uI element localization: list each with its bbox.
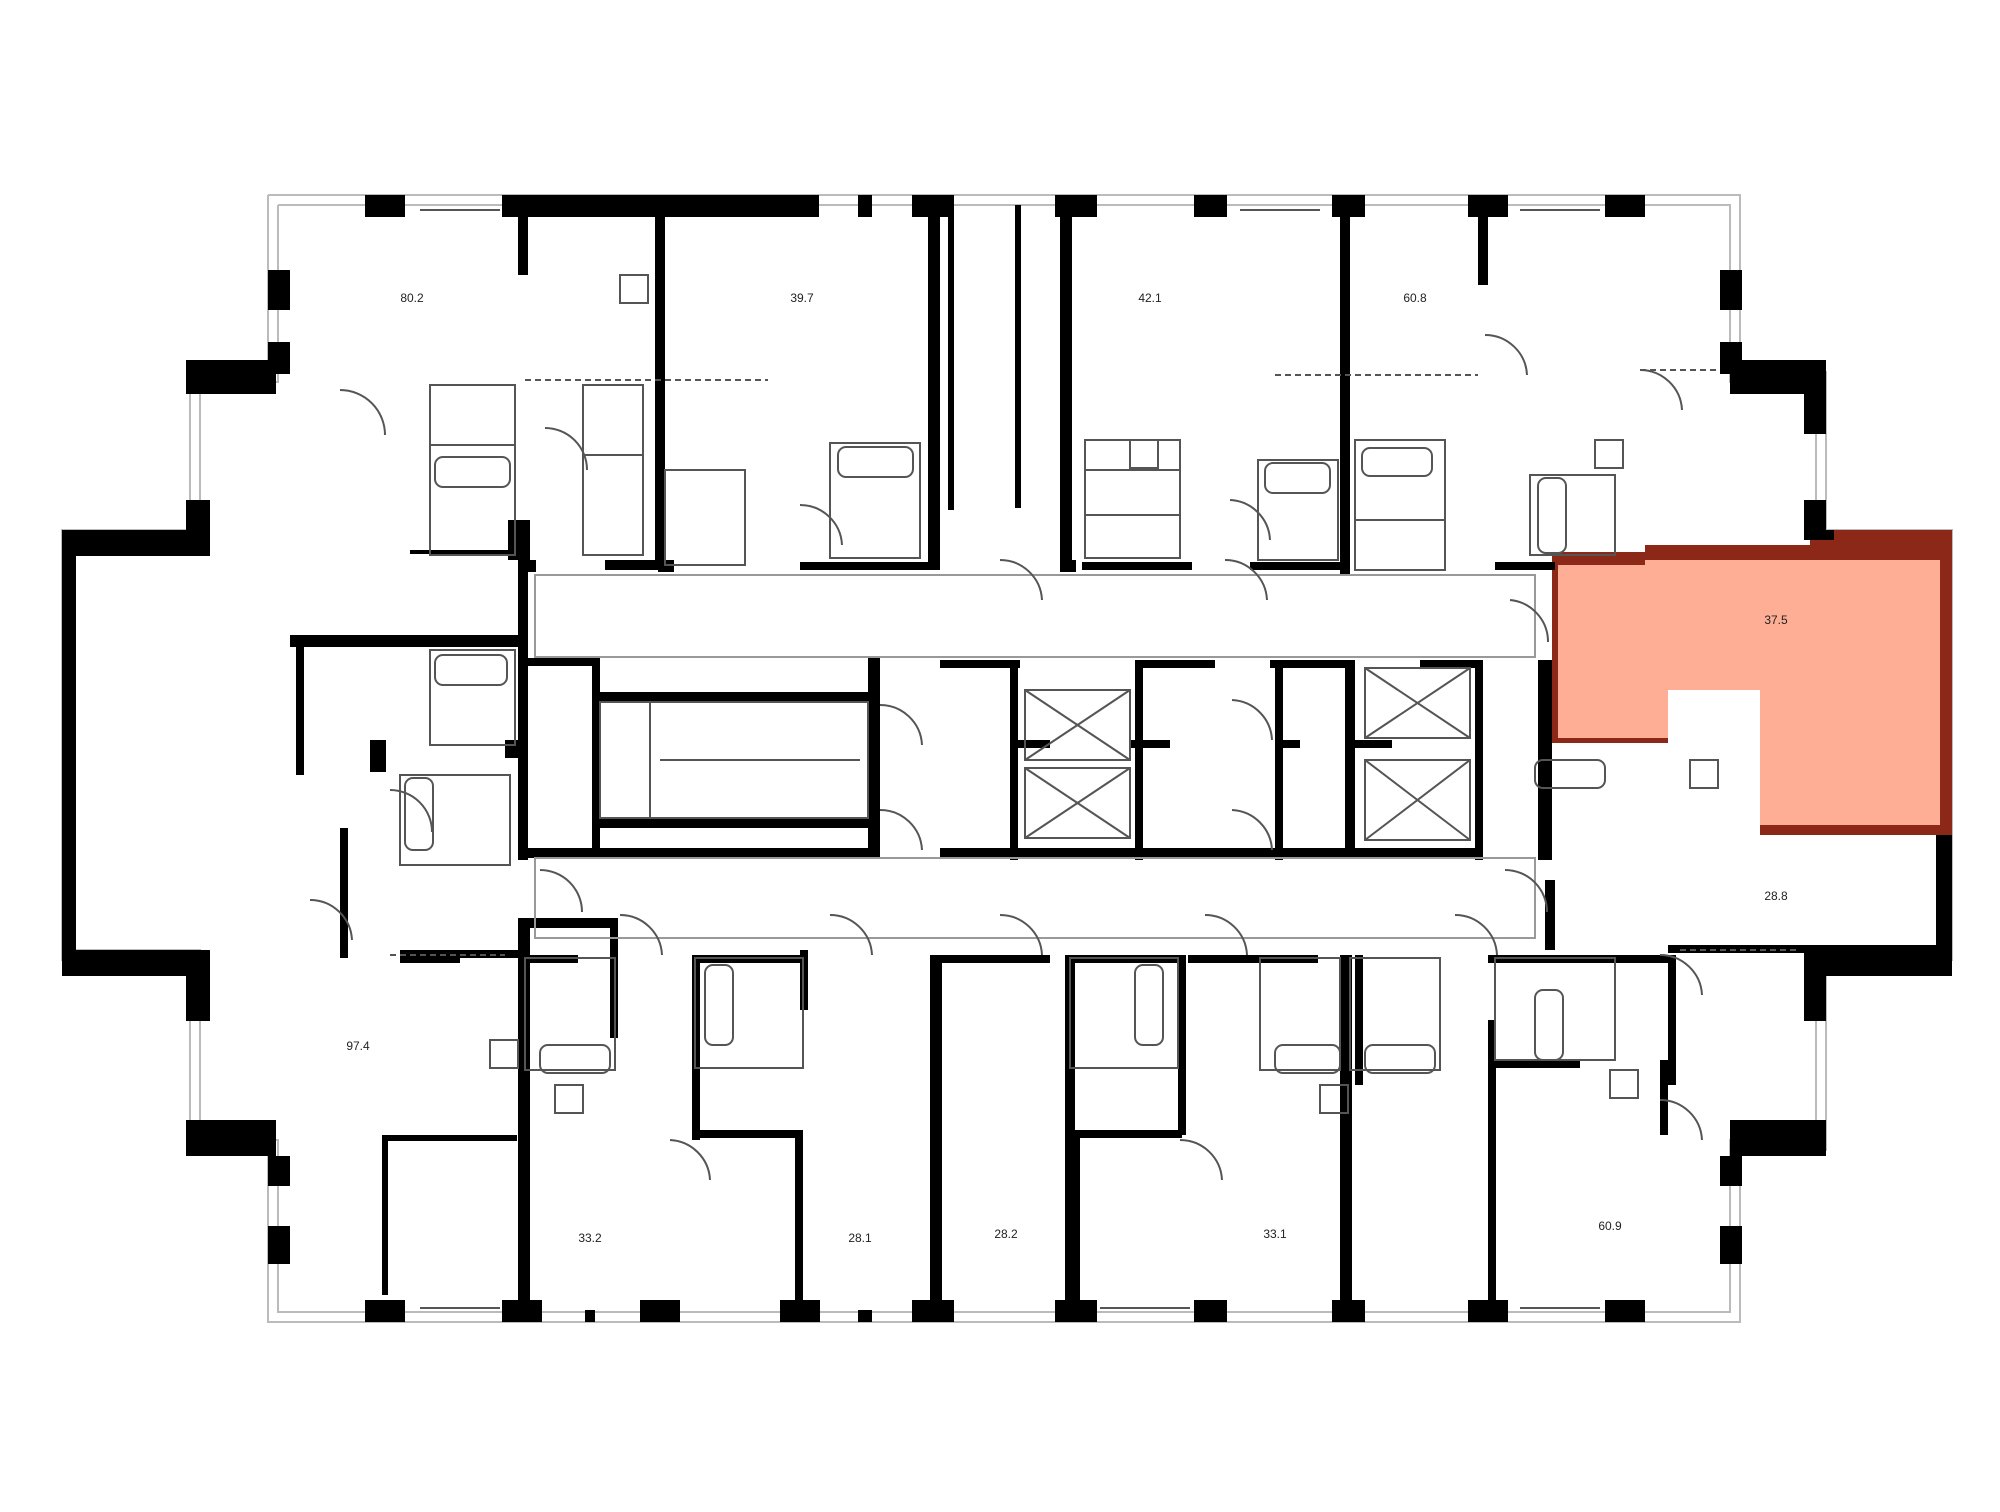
selected-apartment-fill bbox=[1552, 535, 1948, 832]
partitions-and-fixtures bbox=[309, 209, 1800, 1309]
unit-60-9-area[interactable]: 60.9 bbox=[1598, 1219, 1622, 1233]
selected-apartment-wall-left bbox=[1552, 552, 1558, 740]
selected-apartment-highlight[interactable] bbox=[1552, 530, 1952, 835]
unit-37-5-area[interactable]: 37.5 bbox=[1764, 613, 1788, 627]
unit-28-1-area[interactable]: 28.1 bbox=[848, 1231, 872, 1245]
unit-80-2-area[interactable]: 80.2 bbox=[400, 291, 424, 305]
unit-39-7-area[interactable]: 39.7 bbox=[790, 291, 814, 305]
selected-apartment-wall-bottom bbox=[1552, 738, 1668, 743]
unit-33-1-area[interactable]: 33.1 bbox=[1263, 1227, 1287, 1241]
area-labels: 80.2 39.7 42.1 60.8 37.5 28.8 97.4 33.2 … bbox=[346, 291, 1788, 1245]
walls bbox=[62, 195, 1952, 1322]
unit-33-2-area[interactable]: 33.2 bbox=[578, 1231, 602, 1245]
unit-42-1-area[interactable]: 42.1 bbox=[1138, 291, 1162, 305]
unit-60-8-area[interactable]: 60.8 bbox=[1403, 291, 1427, 305]
unit-28-2-area[interactable]: 28.2 bbox=[994, 1227, 1018, 1241]
selected-apartment-walls bbox=[1552, 530, 1952, 835]
unit-28-8-area[interactable]: 28.8 bbox=[1764, 889, 1788, 903]
unit-97-4-area[interactable]: 97.4 bbox=[346, 1039, 370, 1053]
facade-outline bbox=[61, 194, 1953, 1323]
